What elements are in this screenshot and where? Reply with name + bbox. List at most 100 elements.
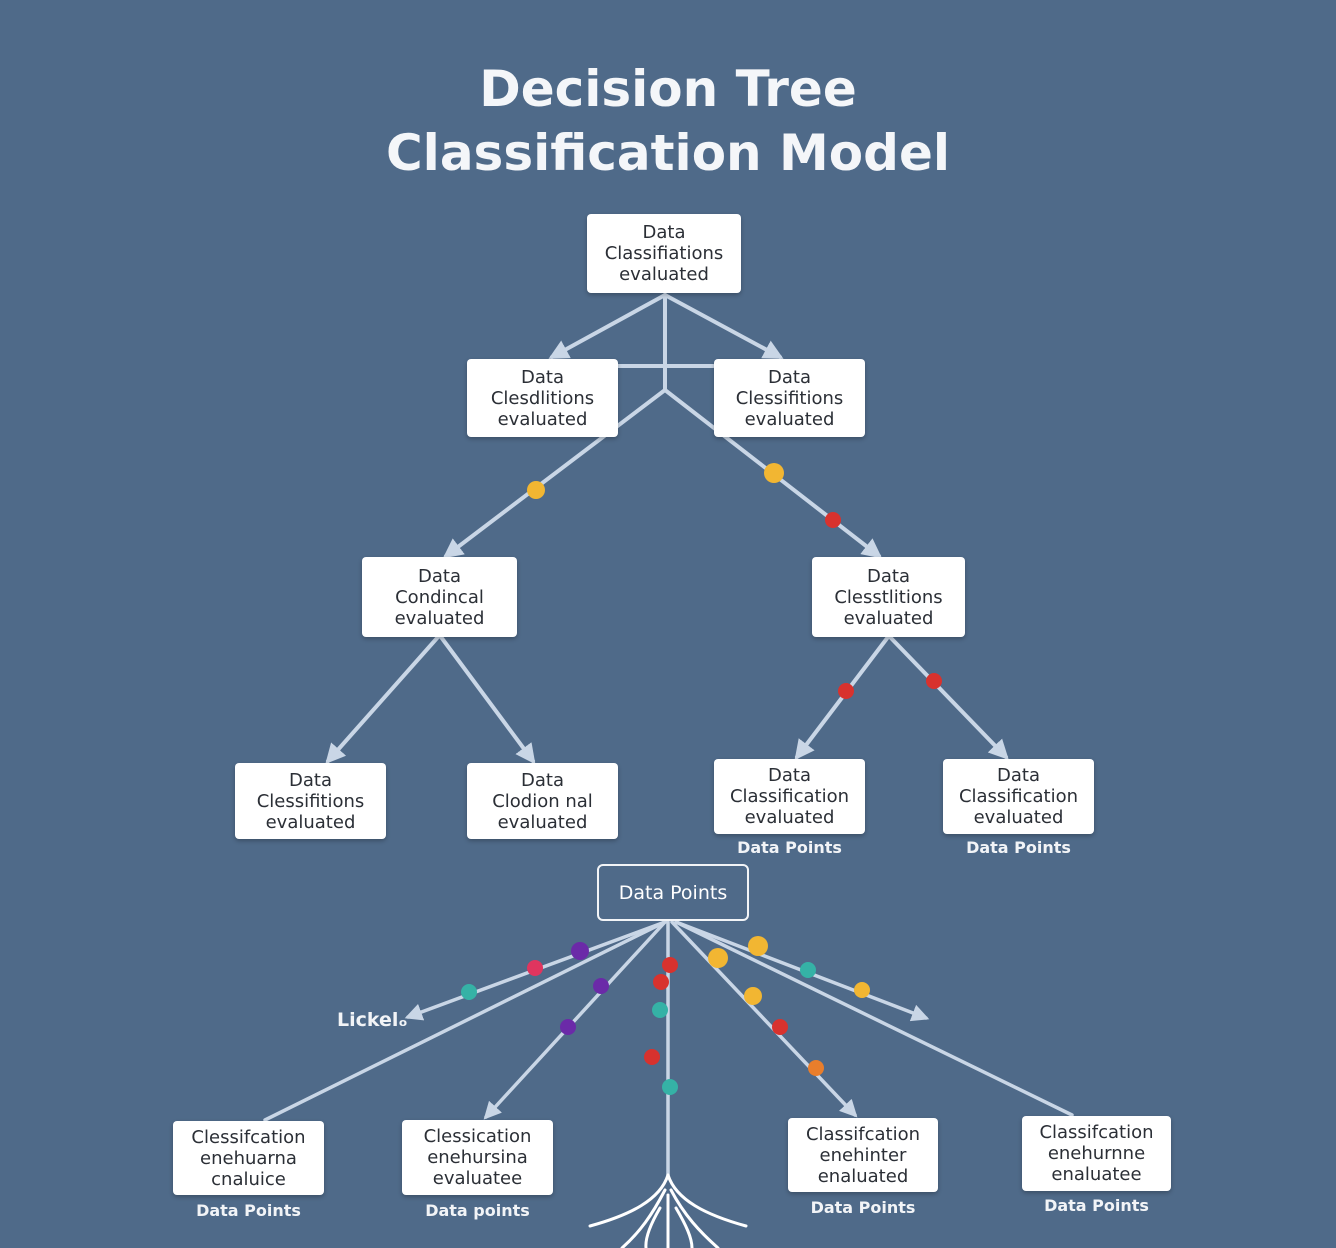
node-text: enehuarna	[200, 1147, 297, 1169]
dot-purple	[571, 942, 589, 960]
dot-teal	[652, 1002, 668, 1018]
node-l3-b: Data Clodion nal evaluated	[467, 763, 618, 839]
node-l3-c: Data Classification evaluated	[714, 759, 865, 834]
edge-hub-b3	[670, 920, 858, 1118]
dot-yellow	[854, 982, 870, 998]
dot-red	[838, 683, 854, 699]
data-points-hub: Data Points	[597, 864, 749, 921]
root-branch	[669, 1188, 720, 1248]
dot-teal	[461, 984, 477, 1000]
root-system	[588, 1173, 748, 1248]
node-text: Data	[418, 565, 461, 587]
node-text: evaluated	[265, 811, 356, 833]
node-text: Classifcation	[805, 1123, 921, 1145]
edge-hub-b4	[674, 920, 1074, 1117]
edge-hub-b1	[263, 920, 667, 1122]
node-text: Data	[521, 769, 564, 791]
node-caption: Data points	[425, 1201, 530, 1220]
edge-trunk-l2-left	[442, 388, 667, 559]
node-text: Classifcation	[1039, 1122, 1154, 1143]
node-text: enehursina	[427, 1147, 528, 1168]
node-text: Data	[867, 565, 910, 587]
node-text: cnaluice	[211, 1168, 286, 1190]
node-text: Clodion nal	[492, 790, 593, 812]
root-branch	[644, 1206, 662, 1248]
node-text: Clessifcation	[191, 1126, 306, 1148]
dot-yellow	[708, 948, 728, 968]
node-text: Data	[521, 366, 564, 388]
node-text: Clesstlitions	[834, 586, 943, 608]
edge-l2-left-l3-a	[325, 635, 440, 764]
node-text: evaluated	[744, 807, 835, 828]
edge-root-l1-left	[548, 293, 667, 359]
node-text: enehinter	[819, 1144, 907, 1166]
root-branch	[588, 1173, 670, 1228]
node-bottom-2: Clessication enehursina evaluatee	[402, 1120, 553, 1195]
node-bottom-3: Classifcation enehinter enaluated	[788, 1118, 938, 1192]
node-text: enaluatee	[1051, 1164, 1142, 1185]
node-l2-right: Data Clesstlitions evaluated	[812, 557, 965, 637]
node-text: evaluated	[843, 607, 934, 629]
node-text: evaluated	[497, 811, 588, 833]
dot-red	[662, 957, 678, 973]
node-bottom-4: Classifcation enehurnne enaluatee	[1022, 1116, 1171, 1191]
edge-hub-b2	[483, 920, 667, 1120]
node-text: Data	[768, 765, 811, 786]
node-l2-left: Data Condincal evaluated	[362, 557, 517, 637]
side-label: Lickelₒ	[337, 1009, 408, 1031]
node-text: enaluated	[817, 1165, 909, 1187]
node-l1-right: Data Clessifitions evaluated	[714, 359, 865, 437]
dot-purple	[593, 978, 609, 994]
node-text: Classification	[958, 786, 1079, 807]
node-text: evaluatee	[432, 1168, 523, 1189]
dot-orange	[808, 1060, 824, 1076]
node-caption: Data Points	[196, 1201, 301, 1220]
root-branch	[674, 1206, 694, 1248]
node-text: evaluated	[744, 408, 835, 430]
node-caption: Data Points	[1044, 1196, 1149, 1215]
dot-purple	[560, 1019, 576, 1035]
edge-l2-right-l3-d	[888, 635, 1009, 760]
node-text: Data	[642, 222, 686, 243]
node-text: Classifiations	[604, 243, 724, 264]
root-branch	[666, 1173, 748, 1228]
dot-red	[926, 673, 942, 689]
node-l1-left: Data Clesdlitions evaluated	[467, 359, 618, 437]
dot-yellow	[748, 936, 768, 956]
edge-root-l1-right	[663, 293, 784, 359]
dot-red	[644, 1049, 660, 1065]
node-text: Classification	[729, 786, 850, 807]
diagram-title-line1: Decision Tree	[479, 60, 857, 118]
node-text: Data	[289, 769, 332, 791]
dot-teal	[800, 962, 816, 978]
node-text: evaluated	[497, 408, 588, 430]
dot-teal	[662, 1079, 678, 1095]
dot-red	[653, 974, 669, 990]
node-caption: Data Points	[737, 838, 842, 857]
dot-red	[825, 512, 841, 528]
edge-l2-left-l3-b	[439, 635, 536, 765]
node-text: Clessication	[423, 1126, 532, 1147]
node-text: enehurnne	[1047, 1143, 1146, 1164]
node-text: Condincal	[395, 586, 484, 608]
node-text: evaluated	[619, 264, 709, 285]
node-text: evaluated	[973, 807, 1064, 828]
dot-yellow	[764, 463, 784, 483]
diagram-title-line2: Classification Model	[385, 124, 950, 182]
node-caption: Data Points	[810, 1198, 916, 1217]
node-text: Clessifitions	[735, 387, 844, 409]
node-root: Data Classifiations evaluated	[587, 214, 741, 293]
node-text: evaluated	[394, 607, 485, 629]
dot-red	[772, 1019, 788, 1035]
node-l3-a: Data Clessifitions evaluated	[235, 763, 386, 839]
edges-upper	[325, 293, 1009, 765]
root-branch	[620, 1188, 667, 1248]
node-text: Data	[997, 765, 1040, 786]
dot-pink	[527, 960, 543, 976]
node-caption: Data Points	[966, 838, 1071, 857]
dot-yellow	[527, 481, 545, 499]
node-l3-d: Data Classification evaluated	[943, 759, 1094, 834]
node-bottom-1: Clessifcation enehuarna cnaluice	[173, 1121, 324, 1195]
data-dots	[461, 463, 942, 1095]
